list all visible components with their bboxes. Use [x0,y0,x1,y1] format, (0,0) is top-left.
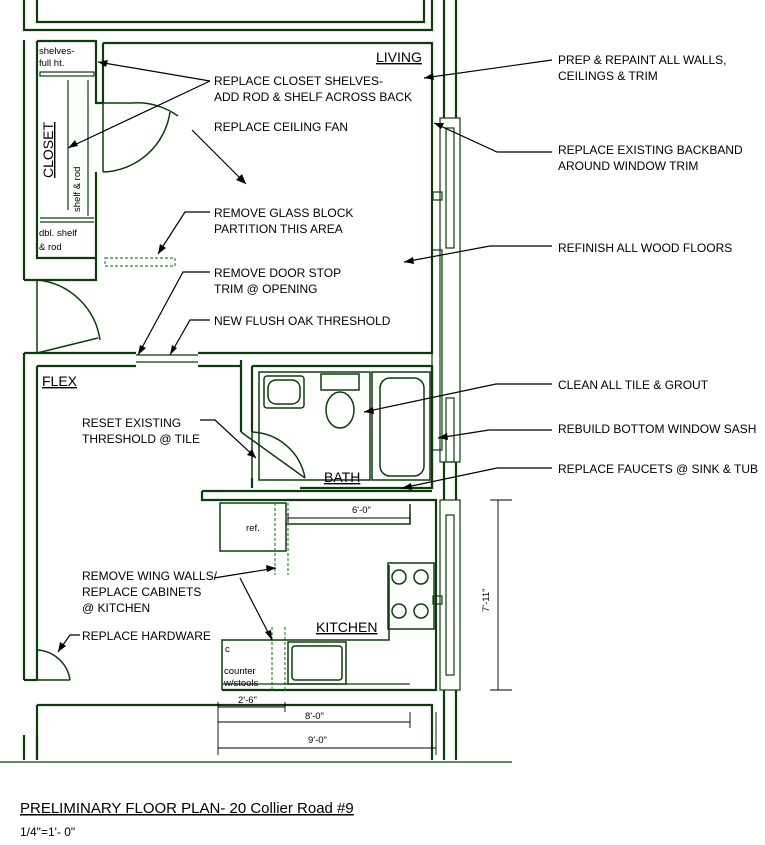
note-floors: REFINISH ALL WOOD FLOORS [558,241,732,255]
dim-8-0: 8'-0" [305,711,324,722]
label-counter-2: w/stools [223,678,259,689]
room-bath: BATH [324,469,360,485]
label-shelves-2: full ht. [39,58,64,69]
note-sash: REBUILD BOTTOM WINDOW SASH [558,422,756,436]
note-repaint-2: CEILINGS & TRIM [558,69,658,83]
note-wing-walls-1: REMOVE WING WALLS/ [82,569,218,583]
note-door-stop-1: REMOVE DOOR STOP [214,266,341,280]
note-tile: CLEAN ALL TILE & GROUT [558,378,709,392]
note-glass-block-2: PARTITION THIS AREA [214,222,343,236]
plan-scale: 1/4"=1'- 0" [20,825,75,839]
label-dbl-1: dbl. shelf [39,228,77,239]
closet-fixtures [39,71,95,223]
note-closet-shelves-2: ADD ROD & SHELF ACROSS BACK [214,90,412,104]
note-door-stop-2: TRIM @ OPENING [214,282,318,296]
label-counter-1: counter [224,666,256,677]
small-labels: shelves- full ht. shelf & rod dbl. shelf… [39,46,260,689]
leader-lines [57,59,553,653]
notes: REPLACE CLOSET SHELVES- ADD ROD & SHELF … [82,53,758,643]
note-wing-walls-3: @ KITCHEN [82,601,150,615]
room-closet: CLOSET [40,122,56,178]
note-backband-2: AROUND WINDOW TRIM [558,159,698,173]
label-ref: ref. [246,523,260,534]
note-backband-1: REPLACE EXISTING BACKBAND [558,143,743,157]
note-ceiling-fan: REPLACE CEILING FAN [214,120,348,134]
plan-title: PRELIMINARY FLOOR PLAN- 20 Collier Road … [20,800,354,817]
dim-9-0: 9'-0" [308,735,327,746]
note-threshold-new: NEW FLUSH OAK THRESHOLD [214,314,391,328]
label-dbl-2: & rod [39,242,62,253]
note-faucets: REPLACE FAUCETS @ SINK & TUB [558,462,758,476]
note-threshold-reset-2: THRESHOLD @ TILE [82,432,200,446]
note-repaint-1: PREP & REPAINT ALL WALLS, [558,53,727,67]
room-labels: LIVING CLOSET FLEX BATH KITCHEN [40,49,422,635]
note-hardware: REPLACE HARDWARE [82,629,211,643]
bath-fixtures [258,371,431,481]
doors [36,102,306,681]
note-glass-block-1: REMOVE GLASS BLOCK [214,206,353,220]
label-corner-mark: c [225,644,230,655]
room-flex: FLEX [42,373,78,389]
kitchen-fixtures [104,257,435,690]
windows [431,117,461,691]
dim-kitchen-depth: 7'-11" [481,589,492,613]
room-living: LIVING [376,49,422,65]
dim-2-6: 2'-6" [238,695,257,706]
room-kitchen: KITCHEN [316,619,377,635]
note-threshold-reset-1: RESET EXISTING [82,416,181,430]
label-shelf-rod: shelf & rod [72,167,83,212]
dim-counter-run: 6'-0" [352,505,371,516]
dimensions: 6'-0" 7'-11" 2'-6" 8'-0" 9'-0" [217,499,512,755]
label-shelves-1: shelves- [39,46,74,57]
note-wing-walls-2: REPLACE CABINETS [82,585,201,599]
note-closet-shelves-1: REPLACE CLOSET SHELVES- [214,74,383,88]
